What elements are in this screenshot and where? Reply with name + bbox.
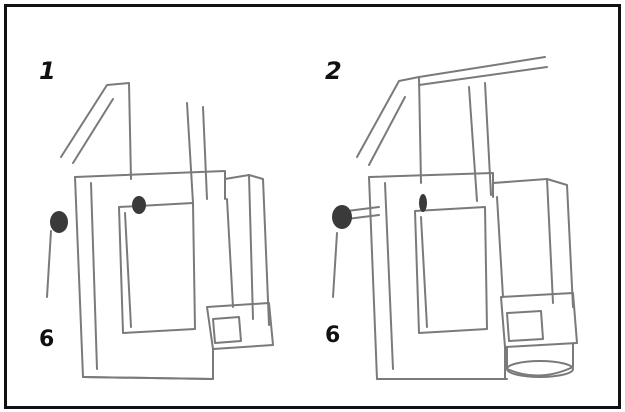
step-2-label: 2 — [325, 57, 342, 85]
panel-1-knob-icon — [50, 196, 146, 233]
panel-1-bracket-illustration — [46, 82, 274, 380]
step-1-label: 1 — [39, 57, 56, 85]
panel-2-knob-icon — [332, 194, 427, 229]
panel-2-callout-6: 6 — [325, 323, 341, 348]
panel-2-bracket-illustration — [332, 56, 578, 380]
diagram-illustrations — [46, 56, 578, 380]
panel-1-callout-6: 6 — [39, 327, 55, 352]
diagram-frame: 1 2 6 6 — [4, 4, 621, 409]
